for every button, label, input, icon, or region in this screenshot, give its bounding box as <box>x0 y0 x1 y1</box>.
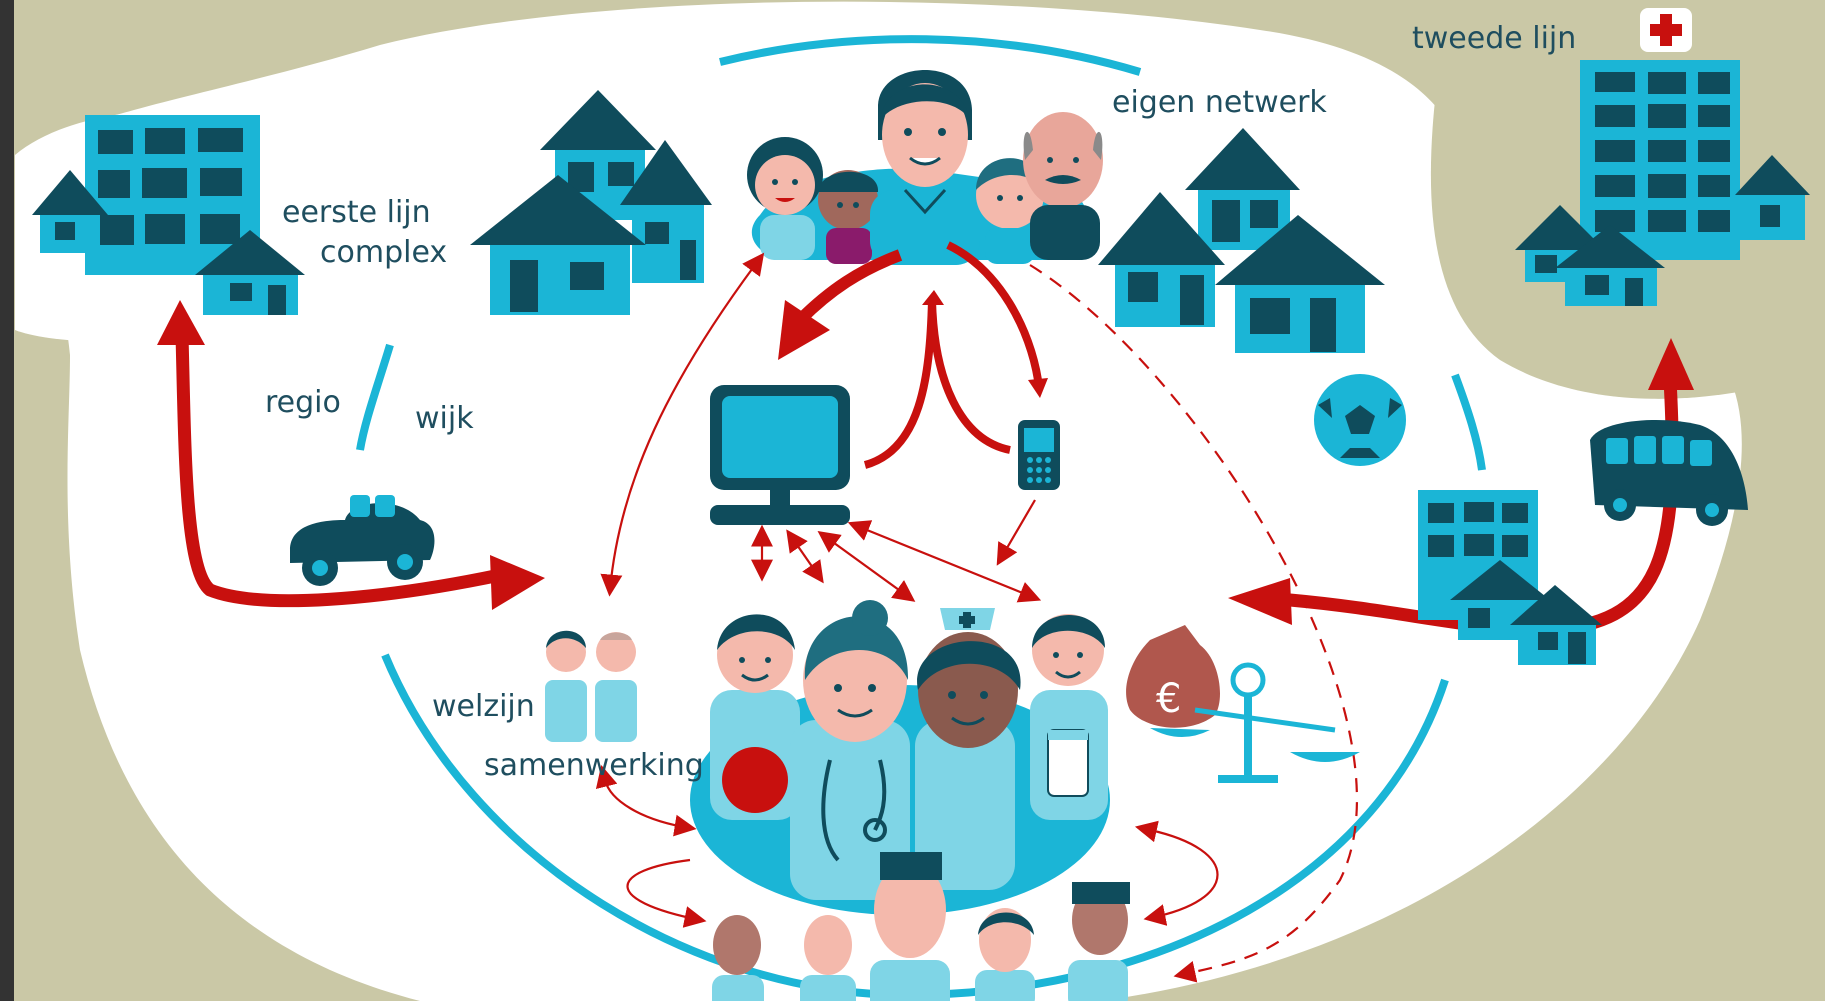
care-team <box>690 600 1110 915</box>
bottom-people <box>712 852 1130 1001</box>
label-regio: regio <box>265 385 341 420</box>
network-house-1 <box>1185 128 1300 250</box>
arrow-to-center-right-head <box>1228 578 1292 625</box>
label-welzijn: welzijn <box>432 689 535 724</box>
dashed-link <box>1029 264 1358 983</box>
label-eigen-netwerk: eigen netwerk <box>1112 85 1327 120</box>
arrow-family-to-phone-head <box>1028 378 1048 398</box>
label-tweede-lijn: tweede lijn <box>1412 21 1576 56</box>
label-eerste-lijn: eerste lijn <box>282 195 431 230</box>
network-house-3 <box>1215 215 1385 353</box>
thin-links <box>595 252 1219 928</box>
svg-text:€: € <box>1156 676 1181 722</box>
label-wijk: wijk <box>415 401 474 436</box>
arrow-family-to-computer <box>795 249 903 325</box>
mobile-phone-icon <box>1018 420 1060 490</box>
scales-icon <box>1150 662 1360 783</box>
arrow-to-eerste-lijn <box>175 334 502 608</box>
arrow-to-eerste-lijn-head <box>157 300 205 345</box>
top-arc <box>719 35 1142 76</box>
wijk-building <box>1418 490 1602 665</box>
arrow-to-center-left-head <box>490 555 545 610</box>
car-icon <box>290 495 435 586</box>
label-complex: complex <box>320 235 447 270</box>
hospital-building <box>1580 60 1740 260</box>
right-divider-arc <box>1451 373 1486 471</box>
hospital-house-2 <box>1555 225 1665 306</box>
welzijn-pair <box>545 630 637 742</box>
network-house-2 <box>1098 192 1225 327</box>
eerste-lijn-house-1 <box>32 170 108 253</box>
arrow-family-to-computer-head <box>778 300 830 360</box>
bus-icon <box>1590 420 1748 526</box>
family-group <box>747 70 1103 265</box>
left-border <box>0 0 14 1001</box>
football-icon <box>1314 374 1406 466</box>
eerste-lijn-house-2 <box>195 230 305 315</box>
label-samenwerking: samenwerking <box>484 748 704 783</box>
hospital-house-3 <box>1735 155 1810 240</box>
arrow-to-tweede-lijn-head <box>1648 338 1694 390</box>
arrow-computer-to-family-head <box>922 290 944 305</box>
left-divider-arc <box>356 343 394 451</box>
money-bag-icon: € <box>1126 625 1220 728</box>
red-cross-icon <box>1640 8 1692 52</box>
arrow-family-to-phone <box>946 241 1042 381</box>
